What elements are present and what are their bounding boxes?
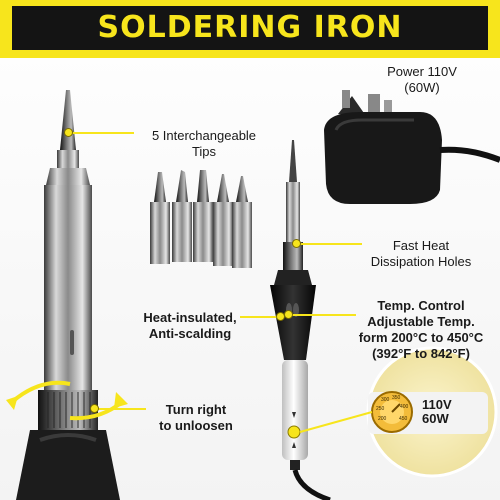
tips-label-line1: 5 Interchangeable (151, 128, 257, 143)
dial-rating-label: 110V 60W (422, 398, 482, 426)
holes-callout-line (298, 243, 362, 245)
temperature-label-line2: Adjustable Temp. (367, 314, 475, 329)
tips-label: 5 Interchangeable Tips (134, 128, 274, 160)
insulated-label: Heat-insulated, Anti-scalding (130, 310, 250, 342)
turn-label-line1: Turn right (165, 402, 227, 417)
dial-tick-label: 350 (392, 395, 401, 401)
dial-tick-label: 400 (400, 404, 409, 410)
holes-callout-dot (292, 239, 301, 248)
dial-tick-label: 450 (399, 416, 408, 422)
temperature-label-line1: Temp. Control (377, 298, 465, 313)
dial-wattage-text: 60W (422, 411, 449, 426)
temperature-label-line3: form 200°C to 450°C (358, 330, 484, 345)
dial-tick-label: 300 (381, 397, 390, 403)
dial-tick-label: 200 (378, 416, 387, 422)
dial-voltage-text: 110V (422, 397, 452, 412)
dial-tick-label: 250 (376, 406, 385, 412)
temperature-dial-closeup (299, 346, 498, 478)
insulated-callout-dot (276, 312, 285, 321)
temperature-label: Temp. Control Adjustable Temp. form 200°… (354, 298, 488, 362)
tips-callout-line (70, 132, 134, 134)
rotate-arrow-icon (6, 380, 128, 421)
holes-label: Fast Heat Dissipation Holes (356, 238, 486, 270)
turn-label: Turn right to unloosen (146, 402, 246, 434)
holes-label-line1: Fast Heat (392, 238, 450, 253)
holes-label-line2: Dissipation Holes (370, 254, 472, 269)
insulated-callout-line (240, 316, 282, 318)
power-plug-illustration (324, 90, 500, 204)
power-label: Power 110V (60W) (362, 64, 482, 96)
tips-label-line2: Tips (191, 144, 217, 159)
power-label-line2: (60W) (404, 80, 440, 95)
temp-callout-dot (284, 310, 293, 319)
dial-scale: 200 250 300 350 400 450 (372, 392, 412, 432)
interchangeable-tips-illustration (150, 170, 252, 268)
turn-callout-line (96, 408, 146, 410)
tips-callout-dot (64, 128, 73, 137)
temp-callout-line (290, 314, 356, 316)
turn-label-line2: to unloosen (159, 418, 233, 433)
turn-callout-dot (90, 404, 99, 413)
insulated-label-line1: Heat-insulated, (143, 310, 237, 325)
insulated-label-line2: Anti-scalding (148, 326, 232, 341)
page-title: SOLDERING IRON (97, 10, 403, 45)
title-banner-background (12, 6, 488, 50)
large-tip-illustration (16, 90, 120, 500)
temperature-label-line4: (392°F to 842°F) (372, 346, 470, 361)
power-label-line1: Power 110V (387, 64, 457, 79)
